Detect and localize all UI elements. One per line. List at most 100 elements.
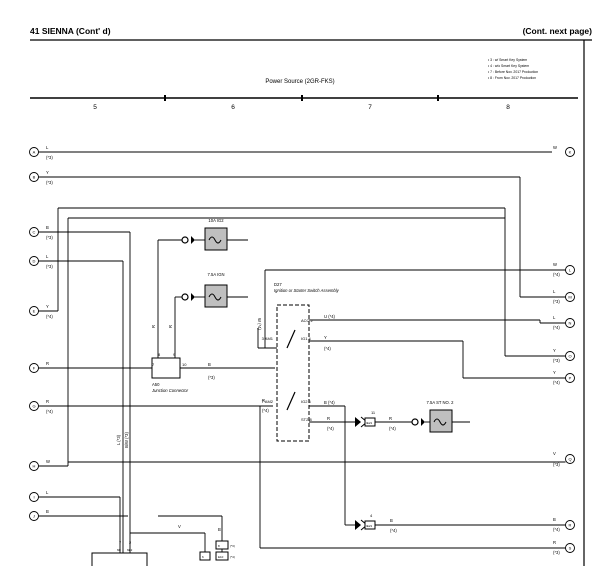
wire-label-r1: R xyxy=(151,325,156,328)
circle-Q-tag: (*3) xyxy=(553,462,560,467)
bottom-pin-7: 7 xyxy=(119,540,122,545)
fuse-ig2-label: 10A IG2 xyxy=(208,218,224,223)
switch-body xyxy=(276,304,310,442)
fuse-st-box xyxy=(429,409,453,433)
page-title: 41 SIENNA (Cont' d) xyxy=(30,26,111,36)
wire-label-r-st: R xyxy=(327,416,330,421)
wire-A-tag: (*3) xyxy=(46,155,53,160)
section-title: Power Source (2GR-FKS) xyxy=(265,79,334,85)
pin-am2: 7 AM2 xyxy=(262,399,274,404)
circle-Q-wire: V xyxy=(553,451,556,456)
jc-pin-8: 8 xyxy=(158,352,161,357)
circle-P-wire: Y xyxy=(553,370,556,375)
continued-label: (Cont. next page) xyxy=(523,26,593,36)
circle-M xyxy=(565,292,575,302)
fuse-ign-icon xyxy=(208,293,222,301)
circle-G-letter: G xyxy=(32,404,35,409)
conn-c2-id: IE21 xyxy=(366,524,373,528)
pin-acc2: ACC 2 xyxy=(301,318,314,323)
wire-G-tag: (*4) xyxy=(46,409,53,414)
jc-pin-9: 9 xyxy=(173,352,176,357)
wire-label-b-low: B xyxy=(218,527,221,532)
wire-C-tag: (*3) xyxy=(46,235,53,240)
circle-S-letter: S xyxy=(569,546,572,551)
circle-S-wire: R xyxy=(553,540,556,545)
bottom-rtag-2: (*4) xyxy=(230,555,235,559)
switch-name: Ignition or Starter Switch Assembly xyxy=(274,288,340,293)
switch-contact-1 xyxy=(286,329,296,349)
wire-E-tag: (*4) xyxy=(46,314,53,319)
wire-label-ul: U (*4) xyxy=(324,314,336,319)
circle-M-tag: (*3) xyxy=(553,299,560,304)
conn-c1-pin: 11 xyxy=(371,410,376,415)
wire-label-b: B xyxy=(208,362,211,367)
wire-G-label: R xyxy=(46,399,49,404)
conn-c2-pin: 4 xyxy=(370,513,373,518)
bottom-rpin-2: 8 xyxy=(218,544,220,548)
circle-L-wire: W xyxy=(553,262,557,267)
circle-O xyxy=(565,351,575,361)
wire-J-label: B xyxy=(46,509,49,514)
circle-O-wire: Y xyxy=(553,348,556,353)
wire-E-label: Y xyxy=(46,304,49,309)
fuse-ig2-icon xyxy=(208,236,222,244)
column-8: 8 xyxy=(506,104,510,111)
circle-S-tag: (*3) xyxy=(553,550,560,555)
circle-N-wire: L xyxy=(553,315,556,320)
wire-H-label: W xyxy=(46,459,50,464)
bottom-id-1: 6D xyxy=(117,548,122,552)
wire-F-label: R xyxy=(46,361,49,366)
circle-K xyxy=(565,147,575,157)
circle-N-tag: (*4) xyxy=(553,325,560,330)
bottom-rpin-1: 6 xyxy=(202,555,204,559)
circle-B-letter: B xyxy=(33,175,36,180)
jc-code: A50 xyxy=(152,382,160,387)
wire-B-tag: (*3) xyxy=(46,180,53,185)
pin-ig2: IG2 6 xyxy=(301,399,312,404)
bottom-rtag-1: (*3) xyxy=(230,544,235,548)
wire-I-label: L xyxy=(46,490,49,495)
circle-A-letter: A xyxy=(33,150,36,155)
pin-st2: ST2 8 xyxy=(301,417,312,422)
bottom-left-box xyxy=(91,552,148,571)
circle-L-tag: (*4) xyxy=(553,272,560,277)
circle-H-letter: H xyxy=(33,464,36,469)
circle-R-tag: (*4) xyxy=(553,527,560,532)
wire-label-y-tag: (*4) xyxy=(324,346,331,351)
switch-code: D27 xyxy=(274,282,282,287)
circle-K-letter: K xyxy=(569,150,572,155)
column-5: 5 xyxy=(93,104,97,111)
wire-A-label: L xyxy=(46,145,49,150)
pin-am1: 3 AM1 xyxy=(262,336,274,341)
circle-F-letter: F xyxy=(33,366,36,371)
circle-E-letter: E xyxy=(33,309,36,314)
circle-Q xyxy=(565,454,575,464)
circle-J-letter: J xyxy=(33,514,35,519)
wire-D-label: L xyxy=(46,254,49,259)
bottom-rpin-3: E10 xyxy=(218,555,224,559)
ignition-switch-d27: D27 Ignition or Starter Switch Assembly … xyxy=(257,282,355,525)
fuse-st-terminal xyxy=(411,418,419,426)
circle-R-letter: R xyxy=(569,523,572,528)
jc-name: Junction Connector xyxy=(151,388,189,393)
wire-B-label: Y xyxy=(46,170,49,175)
fuse-ig2: 10A IG2 xyxy=(157,218,248,358)
circle-I-letter: I xyxy=(33,495,34,500)
circle-C-letter: C xyxy=(33,230,36,235)
jc-pin-7: 7 xyxy=(152,362,155,367)
left-connectors: A L (*3) B Y (*3) C B (*3) D L (*3) E Y xyxy=(29,145,566,566)
circle-M-letter: M xyxy=(568,295,571,300)
circle-K-wire: W xyxy=(553,145,557,150)
fuse-ig2-box xyxy=(204,227,228,251)
circle-P-tag: (*4) xyxy=(553,380,560,385)
wire-C-label: B xyxy=(46,225,49,230)
switch-wire-label: W (*4) xyxy=(257,318,262,330)
circle-L-letter: L xyxy=(569,268,572,273)
fuse-ign-terminal xyxy=(181,293,189,301)
wire-label-b-tag: (*3) xyxy=(208,375,215,380)
fuse-ign-label: 7.5A IGN xyxy=(208,272,225,277)
conn-c1-id: IE21 xyxy=(366,421,373,425)
fuse-st-icon xyxy=(433,418,447,426)
